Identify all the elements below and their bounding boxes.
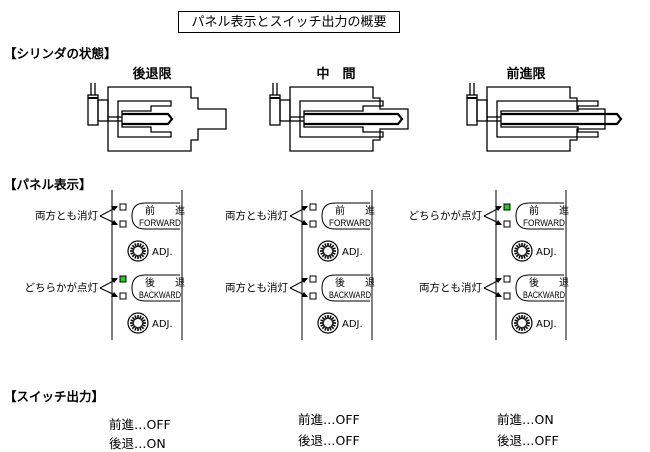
cylinder-body: [107, 86, 227, 152]
callout-arrow-icon: [483, 206, 502, 225]
state-label-retracted: 後退限: [132, 67, 172, 82]
output-backward-retracted: 後退…ON: [109, 436, 166, 451]
section-switch-output: 【スイッチ出力】: [4, 389, 105, 404]
backward-label-jp: 後 退: [335, 276, 375, 289]
backward-led-top: [309, 275, 317, 283]
backward-led-top: [119, 275, 127, 283]
section-panel-display: 【パネル表示】: [4, 177, 92, 192]
forward-led-bottom: [119, 220, 127, 228]
cylinder-svg: [87, 83, 227, 152]
state-label-extended: 前進限: [506, 67, 546, 82]
adjust-knob-icon: [127, 240, 149, 262]
piston-rod: [304, 112, 404, 126]
piston: [299, 100, 384, 138]
forward-led-top: [503, 203, 511, 211]
backward-label-frame: [515, 274, 564, 302]
backward-led-bottom: [503, 292, 511, 300]
callout-arrow-icon: [289, 278, 308, 297]
output-backward-middle: 後退…OFF: [298, 433, 360, 448]
forward-label-jp: 前 進: [529, 204, 569, 217]
backward-led-bottom: [119, 292, 127, 300]
adjust-knob-icon: [127, 312, 149, 334]
piston: [117, 100, 172, 138]
end-cap: [279, 99, 291, 122]
forward-label-jp: 前 進: [335, 204, 375, 217]
backward-label-en: BACKWARD: [523, 290, 565, 301]
output-forward-middle: 前進…OFF: [298, 412, 360, 427]
backward-led-bottom: [309, 292, 317, 300]
backward-label-jp: 後 退: [145, 276, 185, 289]
forward-label-en: FORWARD: [523, 218, 565, 229]
callout-arrow-icon: [99, 206, 118, 225]
callout-backward: 両方とも消灯: [225, 282, 288, 294]
forward-label-frame: [321, 202, 370, 230]
forward-label-frame: [515, 202, 564, 230]
adj-label: ADJ.: [342, 319, 363, 330]
cylinder-body: [486, 86, 606, 152]
callout-arrow-icon: [289, 206, 308, 225]
sensor-block: [466, 94, 478, 126]
adjust-knob-icon: [511, 240, 533, 262]
callout-forward: 両方とも消灯: [225, 210, 288, 222]
adjust-knob-icon: [317, 240, 339, 262]
adjust-knob-icon: [317, 312, 339, 334]
callout-backward: 両方とも消灯: [419, 282, 482, 294]
callout-forward: 両方とも消灯: [35, 210, 98, 222]
state-label-middle: 中 間: [316, 67, 356, 82]
output-forward-retracted: 前進…OFF: [109, 417, 171, 432]
backward-label-frame: [131, 274, 180, 302]
backward-label-jp: 後 退: [529, 276, 569, 289]
cylinder-svg: [269, 83, 409, 152]
callout-arrow-icon: [483, 278, 502, 297]
adj-label: ADJ.: [536, 247, 557, 258]
backward-led-top: [503, 275, 511, 283]
output-backward-extended: 後退…OFF: [497, 433, 559, 448]
forward-led-bottom: [503, 220, 511, 228]
adj-label: ADJ.: [152, 319, 173, 330]
callout-forward: どちらかが点灯: [408, 210, 483, 222]
backward-label-en: BACKWARD: [329, 290, 371, 301]
forward-led-bottom: [309, 220, 317, 228]
end-cap: [476, 99, 488, 122]
forward-label-jp: 前 進: [145, 204, 185, 217]
output-forward-extended: 前進…ON: [497, 412, 554, 427]
section-cylinder-state: 【シリンダの状態】: [4, 46, 117, 61]
callout-arrow-icon: [99, 278, 118, 297]
sensor-block: [269, 94, 281, 126]
forward-label-en: FORWARD: [139, 218, 181, 229]
cylinder-svg: [466, 83, 623, 152]
backward-label-en: BACKWARD: [139, 290, 181, 301]
forward-led-top: [119, 203, 127, 211]
adj-label: ADJ.: [152, 247, 173, 258]
sensor-block: [87, 94, 99, 126]
cylinder-body: [289, 86, 409, 152]
callout-backward: どちらかが点灯: [24, 282, 99, 294]
forward-label-en: FORWARD: [329, 218, 371, 229]
piston: [496, 100, 599, 138]
piston-rod: [122, 112, 174, 126]
backward-label-frame: [321, 274, 370, 302]
page-title: パネル表示とスイッチ出力の概要: [178, 11, 400, 33]
forward-label-frame: [131, 202, 180, 230]
end-cap: [97, 99, 109, 122]
forward-led-top: [309, 203, 317, 211]
piston-rod: [501, 112, 623, 126]
adj-label: ADJ.: [342, 247, 363, 258]
adj-label: ADJ.: [536, 319, 557, 330]
adjust-knob-icon: [511, 312, 533, 334]
